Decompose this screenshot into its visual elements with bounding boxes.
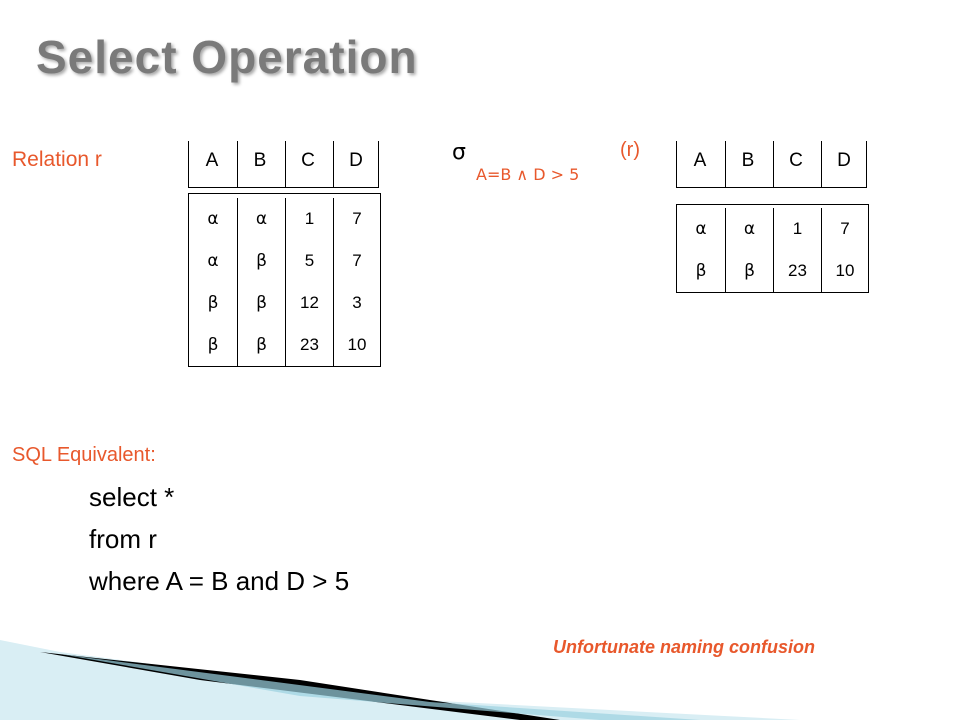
relation-cell: 10 xyxy=(333,324,380,366)
sql-select-line: select * xyxy=(89,482,175,512)
sql-from-line: from r xyxy=(89,524,157,554)
relation-cell: α xyxy=(237,198,285,240)
result-col-d: D xyxy=(837,150,851,171)
result-col-c: C xyxy=(789,150,803,171)
relation-cell: 5 xyxy=(285,240,333,282)
relation-header-divider xyxy=(333,141,334,187)
sql-where-line: where A = B and D > 5 xyxy=(89,566,350,596)
relation-cell: 7 xyxy=(333,198,380,240)
result-cell: β xyxy=(695,261,707,281)
result-cell: 10 xyxy=(821,250,868,292)
relation-cell: α xyxy=(207,251,219,271)
slide-title: Select Operation xyxy=(36,31,418,83)
footer-swoosh xyxy=(0,640,800,720)
result-col-b: B xyxy=(741,150,755,171)
relation-header-divider xyxy=(237,141,238,187)
result-header-divider xyxy=(773,141,774,187)
result-header-divider xyxy=(821,141,822,187)
result-header-divider xyxy=(725,141,726,187)
result-cell: β xyxy=(725,250,773,292)
sigma-symbol: σ xyxy=(452,140,466,165)
relation-label: Relation r xyxy=(12,148,102,171)
relation-col-d: D xyxy=(349,150,363,171)
selection-predicate: A=B ∧ D > 5 xyxy=(476,165,580,184)
relation-cell: β xyxy=(207,293,219,313)
relation-header: A B C D xyxy=(188,150,380,172)
relation-cell: 23 xyxy=(285,324,333,366)
result-col-a: A xyxy=(693,150,707,171)
relation-cell: β xyxy=(207,335,219,355)
result-cell: 7 xyxy=(821,208,868,250)
footer-swoosh-pale xyxy=(0,640,800,720)
result-table: α α 1 7 β β 23 10 xyxy=(676,204,869,293)
relation-cell: 7 xyxy=(333,240,380,282)
relation-col-b: B xyxy=(253,150,267,171)
relation-header-box xyxy=(188,141,379,188)
relation-cell: 3 xyxy=(333,282,380,324)
result-cell: α xyxy=(725,208,773,250)
selection-argument: (r) xyxy=(620,139,640,161)
relation-cell: 12 xyxy=(285,282,333,324)
relation-col-c: C xyxy=(301,150,315,171)
sql-label: SQL Equivalent: xyxy=(12,444,156,466)
result-header-box xyxy=(676,141,867,188)
result-cell: 23 xyxy=(773,250,821,292)
relation-cell: β xyxy=(237,324,285,366)
relation-cell: α xyxy=(207,209,219,229)
result-cell: 1 xyxy=(773,208,821,250)
result-cell: α xyxy=(695,219,707,239)
relation-cell: β xyxy=(237,282,285,324)
naming-note: Unfortunate naming confusion xyxy=(553,637,815,657)
relation-cell: β xyxy=(237,240,285,282)
relation-cell: 1 xyxy=(285,198,333,240)
relation-header-divider xyxy=(285,141,286,187)
result-header: A B C D xyxy=(676,150,868,172)
relation-table: α α 1 7 α β 5 7 β β 12 3 β β 23 10 xyxy=(188,193,381,367)
relation-col-a: A xyxy=(205,150,219,171)
